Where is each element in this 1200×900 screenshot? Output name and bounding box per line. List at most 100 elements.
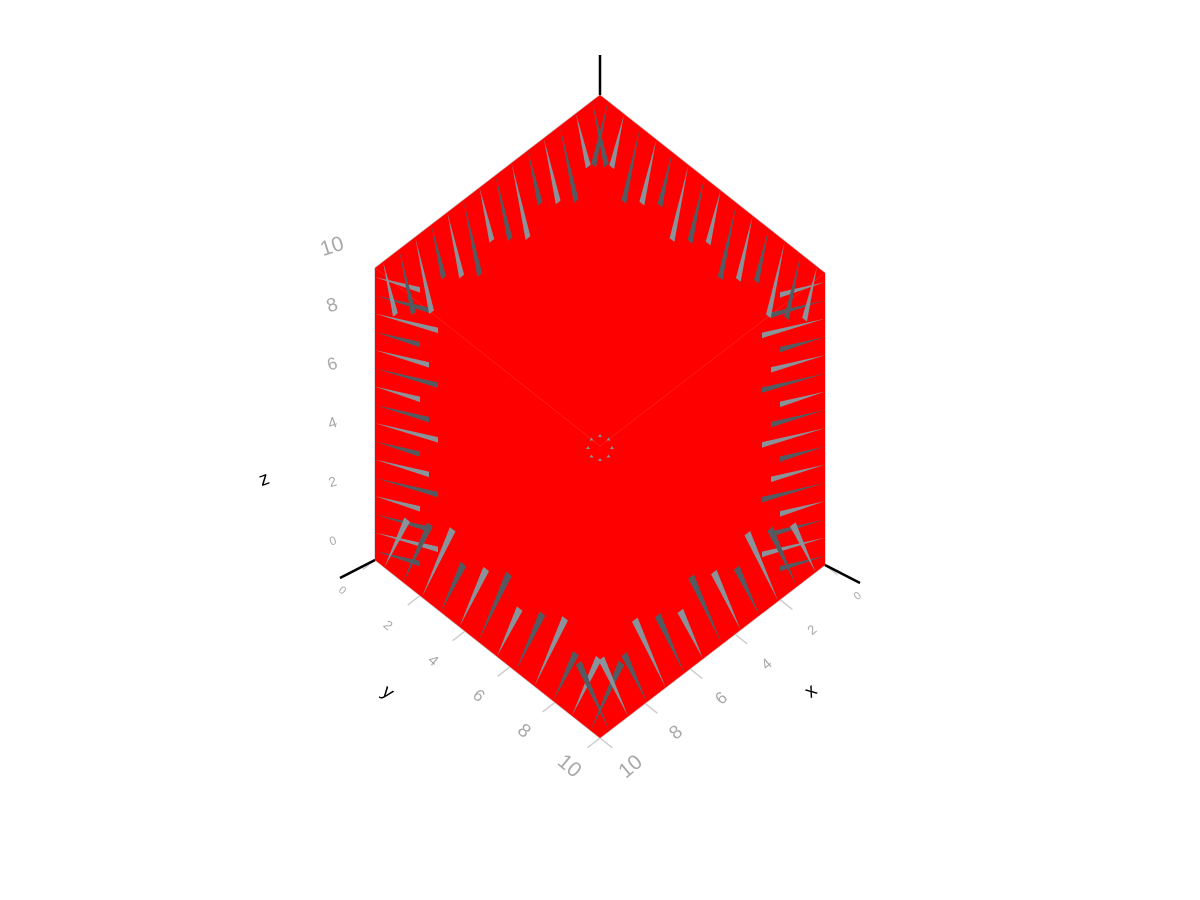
x-tick-label: 10 [614,750,647,783]
top-left-edge-gap [383,261,398,317]
bottom-right-edge-gap [598,656,629,717]
x-axis-spine-end [824,563,861,585]
right-edge-gap [762,373,825,393]
y-axis-spine-end [339,558,376,580]
right-edge-gap [771,300,825,318]
left-edge-gap [375,532,438,553]
center-gap [606,437,611,441]
top-left-edge-gap [447,212,465,279]
bottom-left-edge-gap [478,571,512,642]
top-right-edge-gap [802,266,817,322]
bottom-right-edge-gap [654,613,685,674]
top-left-edge-gap [527,150,543,206]
left-edge-gap [375,313,438,334]
top-right-edge-gap [735,215,753,282]
y-tick-mark [497,666,511,677]
top-left-edge-gap [543,138,561,205]
y-tick-mark [452,630,466,642]
right-edge-gap [780,446,825,462]
top-right-edge-gap [766,241,785,319]
bottom-left-edge-gap [384,517,410,568]
bottom-left-edge-gap [440,561,467,612]
x-tick-mark [599,737,613,749]
volume-face-top [375,95,825,446]
left-edge-gap [375,550,420,567]
right-edge-gap [771,464,825,483]
z-tick-label: 10 [317,232,346,261]
y-tick-label: 0 [336,584,348,597]
z-tick-label: 0 [327,533,338,548]
y-axis-title: y [377,681,398,704]
x-tick-mark [644,702,658,714]
bottom-right-edge-gap [711,569,741,630]
center-gap [610,446,614,449]
bottom-right-edge-gap [688,574,722,645]
right-edge-gap [762,428,825,448]
center-gap [606,454,611,458]
x-tick-label: 8 [665,721,687,744]
y-tick-label: 6 [469,685,488,706]
top-right-edge-gap [657,152,673,208]
top-right-edge-gap [753,228,769,284]
right-edge-gap [771,519,825,537]
center-gap [598,434,602,437]
bottom-right-edge-gap [677,608,704,659]
left-edge-gap [375,368,438,388]
bottom-left-edge-gap [496,606,523,657]
right-edge-gap [762,482,825,503]
bottom-left-edge-gap [553,650,579,701]
top-right-edge-gap [639,139,657,206]
x-tick-label: 2 [804,622,819,638]
bottom-left-edge-gap [459,566,489,627]
y-tick-label: 8 [513,720,535,743]
left-edge-gap [375,514,429,532]
bottom-right-edge-gap [575,660,610,731]
top-left-edge-gap [575,113,591,169]
x-tick-mark [734,633,748,645]
x-tick-label: 4 [758,655,775,673]
center-gap [589,454,594,458]
x-tick-label: 0 [852,590,864,603]
z-tick-label: 2 [327,474,339,491]
bottom-left-edge-gap [515,611,546,672]
top-left-edge-gap [495,175,513,242]
z-tick-label: 4 [326,414,340,433]
bottom-right-edge-gap [632,617,666,688]
top-left-edge-gap [479,187,495,243]
z-tick-label: 8 [324,294,341,317]
right-edge-gap [780,555,825,572]
right-edge-gap [780,391,825,408]
right-edge-gap [771,355,825,373]
x-tick-mark [779,599,793,610]
right-edge-gap [780,336,825,353]
bottom-left-edge-gap [403,522,433,583]
right-edge-gap [780,501,825,517]
y-tick-mark [542,701,556,713]
bottom-right-edge-gap [767,526,797,587]
top-right-edge-gap [669,164,689,242]
z-axis-title: z [256,468,272,491]
left-edge-gap [375,386,420,403]
left-edge-gap [375,423,438,443]
right-edge-gap [771,409,825,428]
volume-layer [375,95,825,738]
center-gap [598,458,602,461]
y-tick-mark [587,737,601,749]
top-left-edge-gap [415,237,434,315]
left-edge-gap [375,295,429,313]
top-right-edge-gap [621,126,641,204]
top-left-edge-gap [399,249,416,316]
x-axis-title: x [801,680,822,703]
top-right-edge-gap [784,253,801,320]
top-left-edge-gap [511,163,531,240]
right-edge-gap [762,537,825,558]
top-left-edge-gap [463,200,483,277]
top-right-edge-gap [705,190,721,246]
axis-spines [339,55,861,585]
y-tick-mark [407,595,421,606]
top-right-edge-gap [591,101,608,168]
z-tick-label: 6 [324,353,339,375]
y-tick-label: 4 [424,652,441,670]
bottom-left-edge-gap [421,527,456,598]
